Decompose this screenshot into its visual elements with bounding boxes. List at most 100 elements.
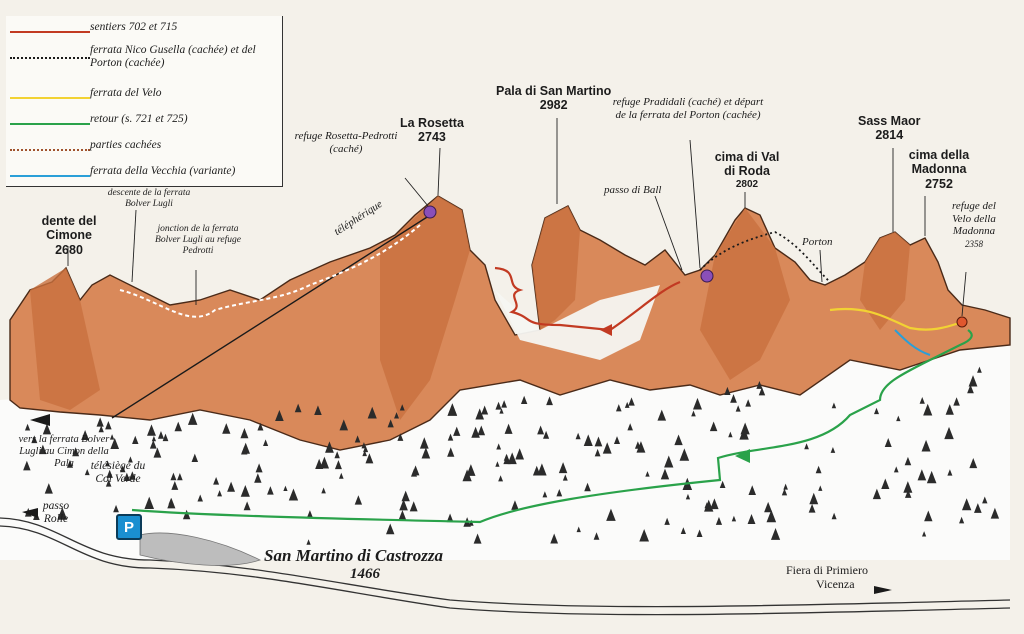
refuge-rosetta-note: refuge Rosetta-Pedrotti (caché) (294, 130, 398, 155)
tree-icon (105, 479, 112, 487)
ferrata-direction-arrow (30, 414, 50, 426)
return-arrow (735, 449, 750, 463)
tree-icon (919, 396, 925, 404)
tree-icon (109, 434, 115, 440)
leader-descente (131, 209, 137, 283)
tree-icon (177, 473, 183, 481)
legend-label: sentiers 702 et 715 (90, 21, 178, 33)
tree-icon (917, 469, 927, 481)
tree-icon (354, 495, 363, 505)
tree-icon (645, 471, 650, 477)
tree-icon (314, 405, 322, 416)
tree-icon (830, 446, 836, 453)
tree-icon (756, 380, 763, 389)
peak-cimone-name: dente del Cimone (41, 214, 97, 243)
tree-icon (321, 487, 326, 494)
tree-icon (213, 476, 220, 485)
tree-icon (730, 394, 737, 403)
fiera-label: Fiera di Primiero (786, 563, 868, 577)
tree-icon (710, 498, 719, 510)
tree-icon (191, 453, 199, 462)
tree-icon (387, 419, 394, 428)
tree-icon (471, 426, 480, 438)
vers-ferrata-note: vers la ferrata Bolver Lugli au Cimon de… (18, 434, 110, 470)
tree-icon (182, 509, 191, 520)
tree-icon (881, 478, 890, 489)
tree-icon (217, 490, 223, 497)
tree-icon (481, 405, 489, 415)
leader-ball (654, 195, 683, 271)
tree-icon (613, 436, 621, 444)
tree-icon (147, 424, 156, 436)
trail-red (494, 266, 681, 332)
tree-icon (558, 462, 568, 474)
tree-icon (411, 465, 420, 476)
tree-icon (758, 387, 766, 396)
tree-icon (904, 456, 912, 466)
peak-madonna-name: cima della Madonna (908, 148, 970, 177)
leader-rosetta-peak (437, 147, 441, 196)
tree-icon (354, 435, 361, 443)
tree-icon (447, 433, 454, 441)
tree-icon (23, 460, 31, 471)
tree-icon (624, 401, 630, 408)
tree-icon (267, 486, 274, 495)
tree-icon (105, 460, 110, 467)
tree-icon (945, 404, 954, 415)
peak-valroda-name: cima di Val di Roda (714, 150, 780, 179)
tree-icon (745, 399, 752, 407)
vicenza-label: Vicenza (816, 577, 855, 591)
tree-icon (537, 463, 547, 476)
tree-icon (503, 454, 511, 465)
tree-icon (922, 531, 927, 537)
tree-icon (542, 491, 548, 498)
descente-note: descente de la ferrata Bolver Lugli (107, 188, 191, 209)
fiera-direction-arrow (874, 586, 892, 594)
legend-label: ferrata Nico Gusella (cachée) et del Por… (90, 44, 256, 69)
tree-icon (680, 527, 686, 535)
tree-icon (263, 439, 269, 446)
refuge-velo-marker (956, 316, 968, 328)
tree-icon (477, 425, 486, 436)
tree-icon (615, 404, 622, 412)
tree-icon (294, 403, 302, 413)
tree-icon (704, 502, 710, 509)
tree-icon (636, 441, 646, 453)
tree-icon (511, 500, 519, 510)
trail-blue (894, 329, 931, 356)
tree-icon (72, 447, 80, 457)
tree-icon (129, 471, 136, 480)
tree-icon (921, 439, 931, 452)
leader-porton (819, 249, 823, 283)
tree-icon (57, 507, 68, 520)
tree-icon (187, 412, 198, 425)
legend-swatch (10, 149, 90, 151)
tree-icon (499, 408, 504, 414)
tree-icon (132, 435, 139, 445)
tree-icon (740, 422, 750, 435)
tree-icon (606, 508, 616, 521)
tree-icon (419, 437, 429, 449)
tree-icon (674, 434, 683, 446)
pala-face (532, 206, 580, 330)
tree-icon (537, 425, 545, 435)
tree-icon (664, 517, 670, 525)
map-legend: sentiers 702 et 715 ferrata Nico Gusella … (6, 16, 283, 187)
tree-icon (804, 443, 809, 450)
legend-swatch (10, 123, 90, 125)
tree-icon (365, 453, 374, 464)
tree-icon (338, 472, 344, 479)
tree-icon (501, 400, 508, 408)
tree-icon (106, 469, 113, 478)
peak-valroda-alt: 2802 (735, 178, 759, 190)
tree-icon (504, 423, 513, 434)
legend-swatch (10, 57, 90, 59)
tree-icon (724, 386, 731, 395)
tree-icon (31, 435, 38, 444)
tree-icon (306, 510, 313, 518)
tree-icon (562, 474, 568, 481)
legend-swatch (10, 31, 90, 33)
peak-rosetta-label: La Rosetta 2743 (400, 116, 464, 145)
tree-icon (815, 465, 822, 474)
